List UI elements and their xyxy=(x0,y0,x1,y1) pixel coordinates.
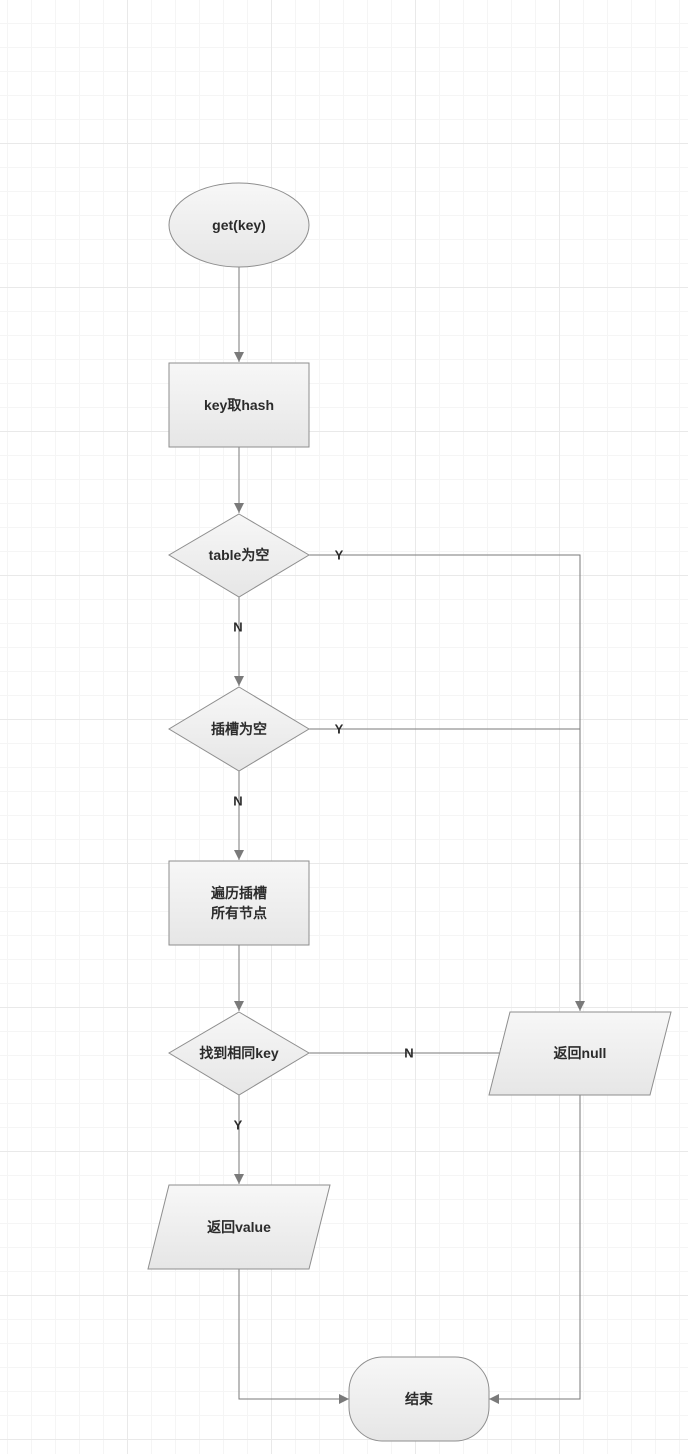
end-rounded-box xyxy=(348,1356,490,1442)
find-key-label: 找到相同key xyxy=(199,1045,279,1061)
return-null-node: 返回null xyxy=(488,1011,672,1096)
slot-empty-decision: 插槽为空 xyxy=(168,686,310,772)
table-empty-diamond xyxy=(168,513,310,598)
traverse-node: 遍历插槽 所有节点 xyxy=(168,860,310,946)
return-null-label: 返回null xyxy=(554,1045,607,1061)
traverse-label-line1: 遍历插槽 xyxy=(210,885,267,901)
edge-label-table-empty-yes: Y xyxy=(335,548,344,563)
traverse-box xyxy=(168,860,310,946)
slot-empty-label: 插槽为空 xyxy=(211,721,267,737)
hash-box xyxy=(168,362,310,448)
slot-empty-diamond xyxy=(168,686,310,772)
traverse-label-line2: 所有节点 xyxy=(211,905,267,921)
table-empty-decision: table为空 xyxy=(168,513,310,598)
start-ellipse xyxy=(168,182,310,268)
edge-label-table-empty-no: N xyxy=(233,620,242,635)
connector-return-value-to-end xyxy=(238,1269,349,1404)
hash-node: key取hash xyxy=(168,362,310,448)
return-value-parallelogram xyxy=(147,1184,331,1270)
hash-label: key取hash xyxy=(204,397,274,413)
edge-label-find-key-no: N xyxy=(404,1046,413,1061)
connector-table-empty-yes xyxy=(308,554,585,1011)
find-key-decision: 找到相同key xyxy=(168,1011,310,1096)
edge-label-slot-empty-no: N xyxy=(233,794,242,809)
end-label: 结束 xyxy=(405,1391,434,1407)
return-value-label: 返回value xyxy=(207,1219,271,1235)
connector-return-null-to-end xyxy=(489,1095,581,1404)
edge-label-find-key-yes: Y xyxy=(234,1118,243,1133)
end-node: 结束 xyxy=(348,1356,490,1442)
table-empty-label: table为空 xyxy=(209,547,270,563)
edge-labels: Y N Y N N Y xyxy=(233,548,413,1133)
return-null-parallelogram xyxy=(488,1011,672,1096)
connectors xyxy=(234,267,585,1404)
find-key-diamond xyxy=(168,1011,310,1096)
edge-label-slot-empty-yes: Y xyxy=(335,722,344,737)
return-value-node: 返回value xyxy=(147,1184,331,1270)
start-node: get(key) xyxy=(168,182,310,268)
start-label: get(key) xyxy=(212,217,266,233)
